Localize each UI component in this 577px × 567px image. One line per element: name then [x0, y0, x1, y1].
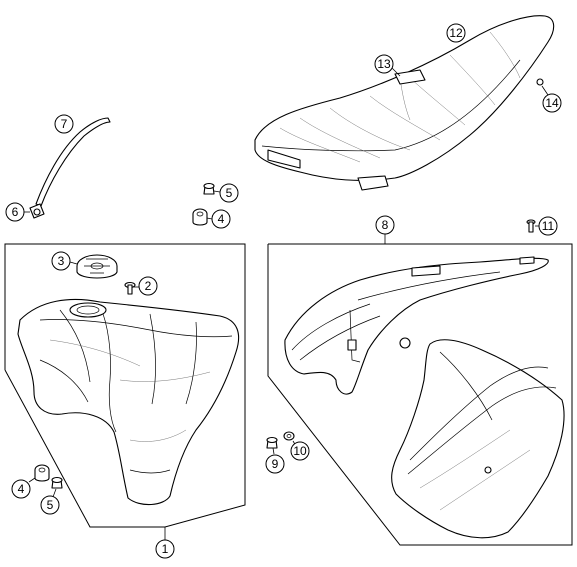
upper-side-panel: [284, 256, 549, 395]
callout-label: 1: [162, 542, 169, 556]
spacer-and-screw-bottom: [34, 464, 63, 489]
callout-14: 14: [541, 85, 562, 113]
callout-7: 7: [54, 114, 74, 134]
fuel-tank-group-frame: [4, 243, 246, 540]
callout-label: 4: [218, 212, 225, 226]
fuel-hose: [29, 117, 111, 219]
callout-label: 7: [61, 117, 68, 131]
callout-10: 10: [290, 440, 310, 461]
callout-13: 13: [374, 54, 401, 77]
callout-1: 1: [155, 539, 175, 559]
callout-label: 10: [293, 444, 307, 458]
callout-5-bottom: 5: [40, 488, 60, 515]
callout-label: 11: [542, 219, 555, 233]
callout-12: 12: [446, 23, 466, 43]
callout-2: 2: [133, 276, 158, 296]
screw-2: [124, 281, 136, 295]
callout-label: 8: [382, 218, 389, 232]
callout-label: 3: [58, 254, 65, 268]
lower-side-panel: [391, 339, 565, 539]
callout-4-top: 4: [206, 209, 231, 229]
callout-label: 6: [12, 205, 19, 219]
callout-label: 13: [377, 57, 391, 71]
callout-label: 5: [47, 498, 54, 512]
callout-11: 11: [535, 216, 558, 236]
callout-9: 9: [265, 447, 285, 474]
callout-6: 6: [5, 202, 30, 222]
callout-8: 8: [375, 215, 395, 235]
side-panel-group-frame: [267, 234, 573, 546]
callout-4-bottom: 4: [11, 477, 36, 499]
callout-5-top: 5: [213, 183, 239, 203]
callout-label: 12: [449, 26, 463, 40]
screw-and-spacer-top: [192, 182, 215, 226]
callout-label: 2: [145, 279, 152, 293]
callout-label: 9: [272, 457, 279, 471]
fuel-tank: [17, 298, 240, 506]
screw-11: [526, 219, 536, 233]
seat: [254, 15, 555, 191]
callout-label: 4: [18, 482, 25, 496]
callout-3: 3: [51, 251, 78, 271]
screw-9-washer-10: [266, 431, 295, 449]
callout-label: 5: [226, 186, 233, 200]
callout-label: 14: [545, 96, 559, 110]
fuel-cap: [76, 254, 118, 279]
